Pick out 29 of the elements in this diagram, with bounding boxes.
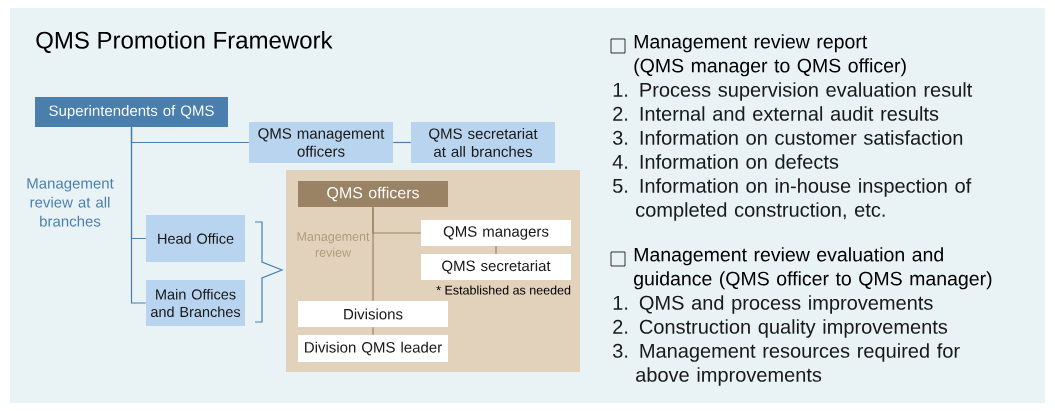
role-box: Superintendents of QMS bbox=[35, 97, 228, 127]
list-item: 5. Information on in-house inspection of completed construction, etc. bbox=[613, 178, 972, 221]
list-item: 4. Information on defects bbox=[612, 154, 839, 169]
list-item: 2. Construction quality improvements bbox=[613, 319, 948, 338]
list-item: 1. Process supervision evaluation result bbox=[613, 82, 973, 101]
office-box: Head Office bbox=[146, 215, 245, 262]
list-item: 1. QMS and process improvements bbox=[613, 295, 933, 314]
role-box: QMS secretariat bbox=[421, 254, 571, 280]
role-box: QMS officers bbox=[298, 181, 448, 207]
note: * Established as needed bbox=[436, 285, 571, 295]
heading: Management review evaluation and guidance (QMS officer to QMS manager) bbox=[634, 247, 992, 290]
list-item: 3. Information on customer satisfaction bbox=[612, 130, 963, 145]
connector-line bbox=[495, 245, 497, 255]
side-label: Management review bbox=[297, 232, 370, 257]
office-box: Main Offices and Branches bbox=[146, 280, 245, 326]
heading: Management review report (QMS manager to QMS officer) bbox=[634, 34, 906, 77]
list-item: 3. Management resources required for above improvements bbox=[612, 343, 960, 386]
title: QMS Promotion Framework bbox=[36, 31, 333, 53]
list-item: 2. Internal and external audit results bbox=[613, 106, 939, 121]
role-box: Divisions bbox=[298, 301, 448, 327]
side-label: Management review at all branches bbox=[27, 178, 114, 227]
role-box: QMS secretariat at all branches bbox=[411, 122, 555, 163]
connector-line bbox=[372, 206, 374, 302]
role-box: QMS managers bbox=[421, 220, 571, 246]
role-box: Division QMS leader bbox=[298, 335, 448, 362]
connector-line bbox=[372, 326, 374, 336]
connector-line bbox=[130, 126, 147, 304]
role-box: QMS management officers bbox=[249, 122, 393, 163]
connector-line bbox=[392, 141, 412, 144]
